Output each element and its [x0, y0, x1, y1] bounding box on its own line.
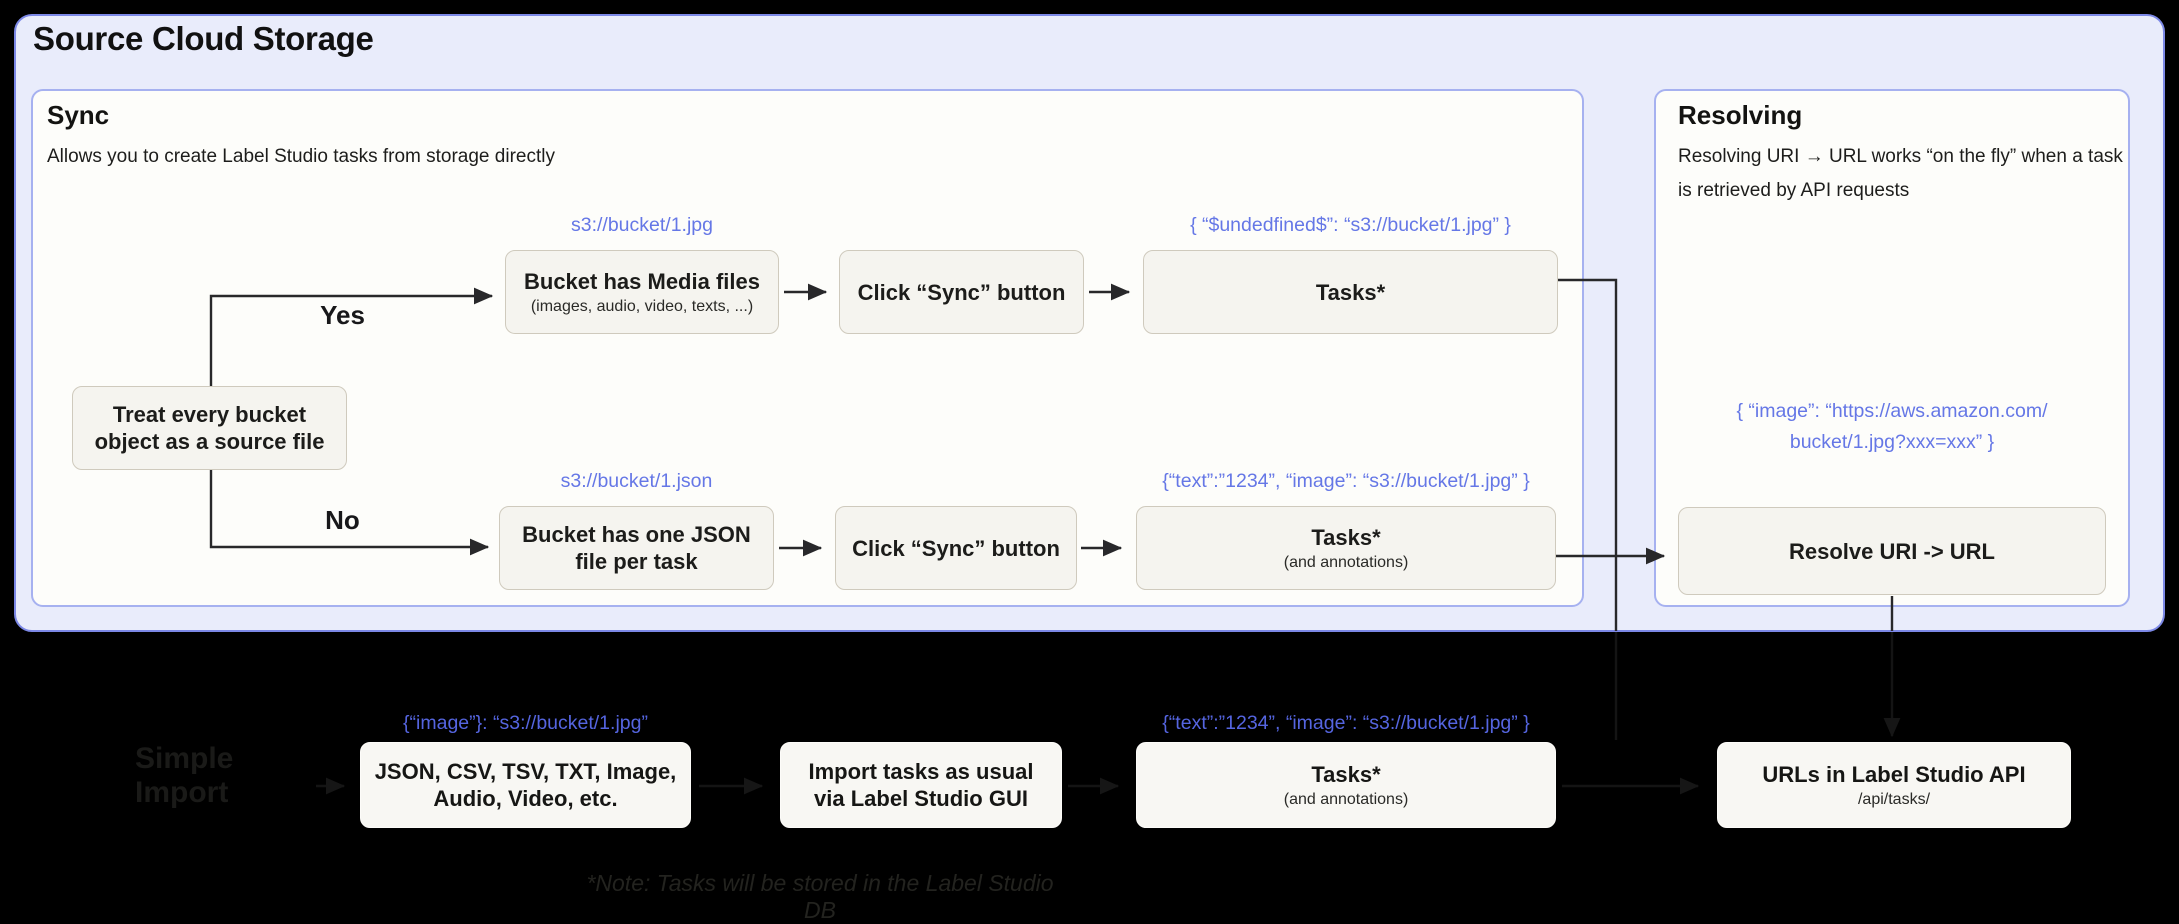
media-uri-annotation: s3://bucket/1.jpg — [570, 214, 713, 236]
api-urls-box-title: URLs in Label Studio API — [1762, 762, 2026, 787]
resolving-subheading: Resolving URI → URL works “on the fly” w… — [1678, 146, 2123, 201]
bucket-media-box-title: Bucket has Media files — [524, 269, 760, 294]
tasks-box-media-title: Tasks* — [1315, 279, 1386, 305]
bucket-json-box-title: Bucket has one JSON file per task — [522, 522, 751, 574]
decision-box: Treat every bucket object as a source fi… — [72, 386, 347, 470]
bottom-tasks-annotation: {“text”:”1234”, “image”: “s3://bucket/1.… — [1162, 712, 1530, 734]
api-urls-box-sub: /api/tasks/ — [1857, 791, 1931, 808]
api-urls-box: URLs in Label Studio API /api/tasks/ — [1717, 742, 2071, 828]
resolved-url-annotation: { “image”: “https://aws.amazon.com/ buck… — [1736, 400, 2048, 453]
import-gui-box: Import tasks as usual via Label Studio G… — [780, 742, 1062, 828]
tasks-json-annotation-media: { “$undedfined$”: “s3://bucket/1.jpg” } — [1190, 214, 1511, 236]
import-gui-box-label: Import tasks as usual via Label Studio G… — [808, 759, 1034, 811]
sync-heading: Sync — [47, 100, 110, 130]
file-json-annotation: {“image”}: “s3://bucket/1.jpg” — [403, 712, 648, 734]
footnote: *Note: Tasks will be stored in the Label… — [586, 870, 1054, 923]
tasks-box-json: Tasks* (and annotations) — [1136, 506, 1556, 590]
tasks-box-json-title: Tasks* — [1311, 525, 1381, 550]
no-label: No — [325, 505, 360, 535]
file-formats-box-label: JSON, CSV, TSV, TXT, Image, Audio, Video… — [374, 759, 677, 811]
tasks-json-annotation-json: {“text”:”1234”, “image”: “s3://bucket/1.… — [1162, 470, 1530, 492]
simple-import-label: Simple Import — [135, 742, 234, 809]
bucket-json-box: Bucket has one JSON file per task — [499, 506, 774, 590]
yes-label: Yes — [320, 300, 365, 330]
sync-button-box-json-label: Click “Sync” button — [852, 535, 1060, 561]
bucket-media-box-sub: (images, audio, video, texts, ...) — [530, 298, 754, 315]
resolve-uri-box-label: Resolve URI -> URL — [1789, 538, 1995, 564]
resolve-uri-box: Resolve URI -> URL — [1678, 507, 2106, 595]
tasks-box-media: Tasks* — [1143, 250, 1558, 334]
sync-button-box-json: Click “Sync” button — [835, 506, 1077, 590]
sync-button-box-media-label: Click “Sync” button — [857, 279, 1066, 305]
decision-box-label: Treat every bucket object as a source fi… — [94, 402, 325, 454]
bottom-tasks-box-sub: (and annotations) — [1283, 791, 1409, 808]
bottom-tasks-box-title: Tasks* — [1311, 762, 1381, 787]
resolving-heading: Resolving — [1678, 100, 1803, 130]
bucket-media-box: Bucket has Media files (images, audio, v… — [505, 250, 779, 334]
tasks-box-json-sub: (and annotations) — [1283, 554, 1409, 571]
sync-subheading: Allows you to create Label Studio tasks … — [47, 146, 555, 167]
sync-button-box-media: Click “Sync” button — [839, 250, 1084, 334]
json-uri-annotation: s3://bucket/1.json — [560, 470, 713, 492]
page-title: Source Cloud Storage — [33, 20, 374, 57]
file-formats-box: JSON, CSV, TSV, TXT, Image, Audio, Video… — [360, 742, 691, 828]
bottom-tasks-box: Tasks* (and annotations) — [1136, 742, 1556, 828]
